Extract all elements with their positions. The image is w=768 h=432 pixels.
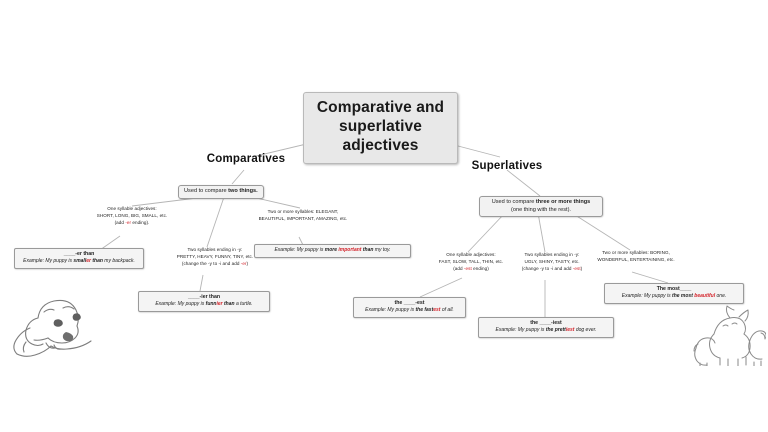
superlatives-two-syllables-y-example: the ____-iest Example: My puppy is the p… [478,317,614,338]
comparatives-rule-box: Used to compare two things. [178,185,264,199]
desc-line2: SHORT, LONG, BIG, SMALL, etc. [96,212,168,218]
example-sentence: Example: My puppy is funnier than a turt… [155,301,253,308]
desc-line1: Two or more syllables: BORING, [602,250,670,255]
comparatives-one-syllable-example: ____-er than Example: My puppy is smalle… [14,248,144,269]
example-pattern: the ____-iest [530,320,562,326]
superlatives-rule-box: Used to compare three or more things (on… [479,196,603,218]
example-sentence: Example: My puppy is the prettiest dog e… [495,327,597,334]
desc-line2: UGLY, SHINY, TASTY, etc. [524,258,580,264]
page-title: Comparative and superlative adjectives [303,92,458,164]
desc-line3: (add -er ending). [114,219,150,225]
desc-line2: FAST, SLOW, TALL, THIN, etc. [438,258,504,264]
branch-heading-comparatives: Comparatives [206,153,286,165]
branch-heading-superlatives: Superlatives [471,160,543,172]
comparatives-rule-prefix: Used to compare [184,188,229,194]
comparatives-two-syllables-y-example: ____-ier than Example: My puppy is funni… [138,291,270,312]
superlatives-rule-subline: (one thing with the rest). [510,206,571,213]
superlatives-two-or-more-example: The most____ Example: My puppy is the mo… [604,283,744,304]
desc-line1: Two or more syllables: ELEGANT, [267,209,339,214]
comparatives-two-or-more-description: Two or more syllables: ELEGANT, BEAUTIFU… [238,209,368,223]
example-pattern: ____-er than [63,251,95,257]
desc-line3: (change -y to -i and add -est) [521,265,583,271]
comparatives-rule-emphasis: two things. [228,188,258,194]
example-sentence: Example: My puppy is more important than… [274,247,391,253]
desc-line1: Two syllables ending in -y: [524,252,580,257]
desc-line1: Two syllables ending in -y: [187,247,243,252]
example-sentence: Example: My puppy is the fastest of all. [365,307,454,314]
comparatives-two-syllables-y-description: Two syllables ending in -y: PRETTY, HEAV… [152,247,278,268]
example-sentence: Example: My puppy is the most beautiful … [621,293,727,300]
example-pattern: The most____ [656,286,692,292]
page-title-line2: superlative adjectives [339,117,422,154]
superlatives-one-syllable-example: the ____-est Example: My puppy is the fa… [353,297,466,318]
desc-line3: (change the -y to -i and add -er) [181,260,249,266]
example-sentence: Example: My puppy is smaller than my bac… [23,258,135,265]
desc-line1: One syllable adjectives: [107,206,157,211]
desc-line2: PRETTY, HEAVY, FUNNY, TINY, etc. [176,253,254,259]
superlatives-rule-main: Used to compare three or more things [491,199,591,205]
superlatives-two-or-more-description: Two or more syllables: BORING, WONDERFUL… [578,250,694,264]
desc-line3: (add -est ending) [453,265,489,271]
three-dogs-sketch-illustration [693,305,766,366]
page-title-line1: Comparative and [316,99,445,116]
puppy-sketch-illustration [13,299,92,357]
example-pattern: the ____-est [394,300,425,306]
desc-line2: BEAUTIFUL, IMPORTANT, AMAZING, etc. [258,215,348,221]
desc-line2: WONDERFUL, ENTERTAINING, etc. [597,256,675,262]
comparatives-two-or-more-example: Example: My puppy is more important than… [254,244,411,258]
example-pattern: ____-ier than [187,294,220,300]
superlatives-one-syllable-description: One syllable adjectives: FAST, SLOW, TAL… [412,252,530,273]
comparatives-one-syllable-description: One syllable adjectives: SHORT, LONG, BI… [72,206,192,227]
desc-line1: One syllable adjectives: [446,252,496,257]
superlatives-two-syllables-y-description: Two syllables ending in -y: UGLY, SHINY,… [500,252,604,273]
